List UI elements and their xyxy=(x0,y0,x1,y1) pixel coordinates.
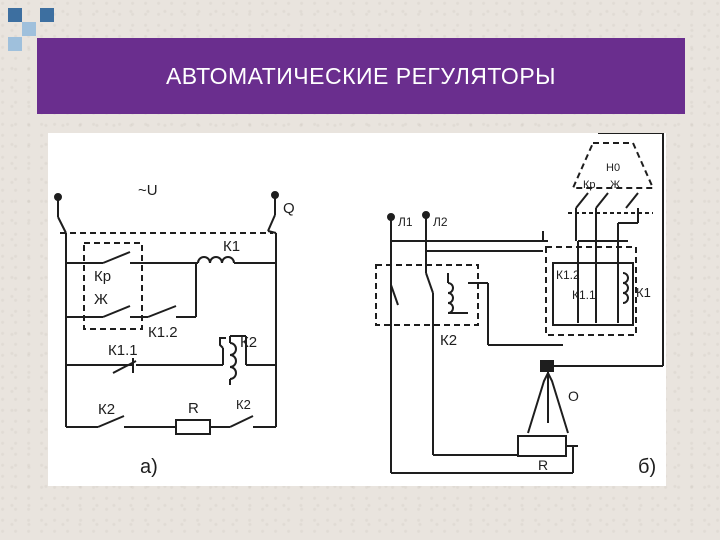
k1-label-b: К1 xyxy=(636,285,651,300)
terminal-right xyxy=(271,191,279,199)
k12-label: К1.2 xyxy=(148,324,178,341)
sensor-triangle xyxy=(571,142,655,189)
k2-label-b: К2 xyxy=(440,332,457,349)
l1-label: Л1 xyxy=(398,215,413,229)
corner-square-dark-2 xyxy=(40,8,54,22)
resistor-r-a xyxy=(175,419,211,435)
k2-contact-label: К2 xyxy=(98,401,115,418)
terminal-l1 xyxy=(387,213,395,221)
triangle-top-label: Н0 xyxy=(606,162,620,174)
coil-k2 xyxy=(229,342,237,380)
terminal-left xyxy=(54,193,62,201)
page-title: АВТОМАТИЧЕСКИЕ РЕГУЛЯТОРЫ xyxy=(165,62,557,89)
triangle-zh-label: Ж xyxy=(610,179,620,191)
switch-q-blade-left xyxy=(57,216,67,234)
contact-k12 xyxy=(147,305,177,318)
contact-zh xyxy=(102,305,131,318)
caption-a: а) xyxy=(140,456,158,478)
kr-label: Кр xyxy=(94,268,111,285)
r-label-b: R xyxy=(538,457,548,473)
caption-b: б) xyxy=(638,456,656,478)
circuit-diagrams: ~U Q К1 Кр Ж К1.2 К1.1 К2 К2 R К2 а) Л1 … xyxy=(54,132,664,478)
zh-label: Ж xyxy=(94,291,108,308)
resistor-r-b xyxy=(517,435,567,457)
k2-coil-label: К2 xyxy=(240,334,257,351)
contact-kr xyxy=(102,251,131,264)
diagram-a xyxy=(54,191,279,435)
kr-dashed-box xyxy=(83,242,143,330)
contact-k2-b1 xyxy=(390,284,399,306)
contact-k2-small xyxy=(229,415,254,428)
coil-k1-b xyxy=(622,272,629,304)
switch-q-label: Q xyxy=(283,200,295,217)
supply-label: ~U xyxy=(138,182,158,199)
k12-label-b: К1.2 xyxy=(556,268,580,282)
l2-label: Л2 xyxy=(433,215,448,229)
coil-k2-b xyxy=(447,282,454,314)
corner-square-light-2 xyxy=(8,37,22,51)
k2-small-label: К2 xyxy=(236,397,251,412)
k1-label: К1 xyxy=(223,238,240,255)
contact-k2 xyxy=(97,415,125,428)
title-banner: АВТОМАТИЧЕСКИЕ РЕГУЛЯТОРЫ xyxy=(37,38,685,114)
k11-label: К1.1 xyxy=(108,342,138,359)
o-label: О xyxy=(568,388,579,404)
corner-square-light-1 xyxy=(22,22,36,36)
terminal-l2 xyxy=(422,211,430,219)
k11-label-b: К1.1 xyxy=(572,288,596,302)
switch-q-blade-right xyxy=(267,214,276,232)
corner-square-dark-1 xyxy=(8,8,22,22)
k1-block xyxy=(552,262,634,326)
r-label-a: R xyxy=(188,400,199,417)
coil-k1 xyxy=(197,256,235,264)
k1-dashed-box xyxy=(545,246,637,336)
sensor-head xyxy=(540,360,554,372)
diagram-b xyxy=(375,132,664,474)
triangle-kr-label: Кр xyxy=(583,179,596,191)
diagram-panel: ~U Q К1 Кр Ж К1.2 К1.1 К2 К2 R К2 а) Л1 … xyxy=(48,132,666,486)
